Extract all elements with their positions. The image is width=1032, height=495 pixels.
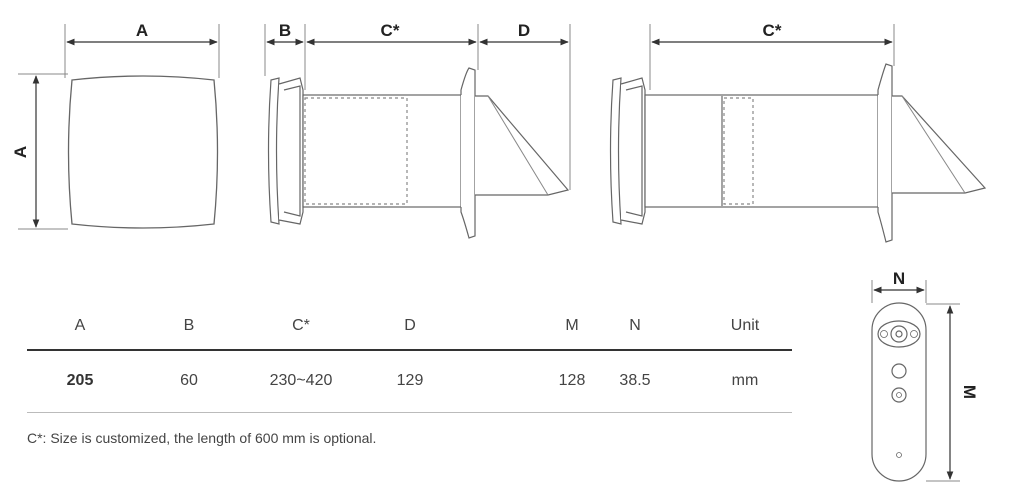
speed-down-icon — [880, 330, 888, 338]
value-c: 230~420 — [269, 372, 333, 389]
value-b: 60 — [180, 372, 198, 389]
label-b: B — [279, 21, 291, 40]
header-c: C* — [292, 317, 310, 334]
header-d: D — [404, 317, 416, 334]
value-m: 128 — [558, 372, 586, 389]
label-m: M — [960, 385, 979, 399]
header-m: M — [565, 317, 579, 334]
outer-hood — [475, 95, 570, 196]
value-n: 38.5 — [619, 372, 651, 389]
header-n: N — [629, 317, 641, 334]
speed-up-icon — [910, 330, 918, 338]
table-header-rule — [27, 349, 792, 351]
label-c-left: C* — [381, 21, 400, 40]
duct-short — [302, 94, 462, 208]
header-b: B — [183, 317, 195, 334]
label-d: D — [518, 21, 530, 40]
label-a-top: A — [136, 21, 148, 40]
indicator-led — [896, 452, 902, 458]
side-view-short — [264, 24, 571, 239]
side-view-long — [609, 24, 987, 243]
label-c-right: C* — [763, 21, 782, 40]
duct-long — [644, 94, 879, 208]
label-n: N — [893, 269, 905, 288]
table-bottom-rule — [27, 412, 792, 413]
remote-control — [871, 280, 960, 482]
value-unit: mm — [731, 372, 759, 389]
value-d: 129 — [396, 372, 424, 389]
value-a: 205 — [66, 372, 94, 389]
header-a: A — [74, 317, 86, 334]
mode-icon — [895, 330, 903, 338]
label-a-side: A — [11, 146, 30, 158]
front-panel-view: A A — [11, 21, 220, 230]
footnote: C*: Size is customized, the length of 60… — [27, 430, 377, 446]
remote-button-2 — [891, 387, 907, 403]
remote-button-1 — [891, 363, 907, 379]
power-icon — [896, 392, 902, 398]
header-unit: Unit — [730, 317, 760, 334]
outer-hood-long — [892, 95, 987, 194]
front-panel — [67, 75, 219, 229]
